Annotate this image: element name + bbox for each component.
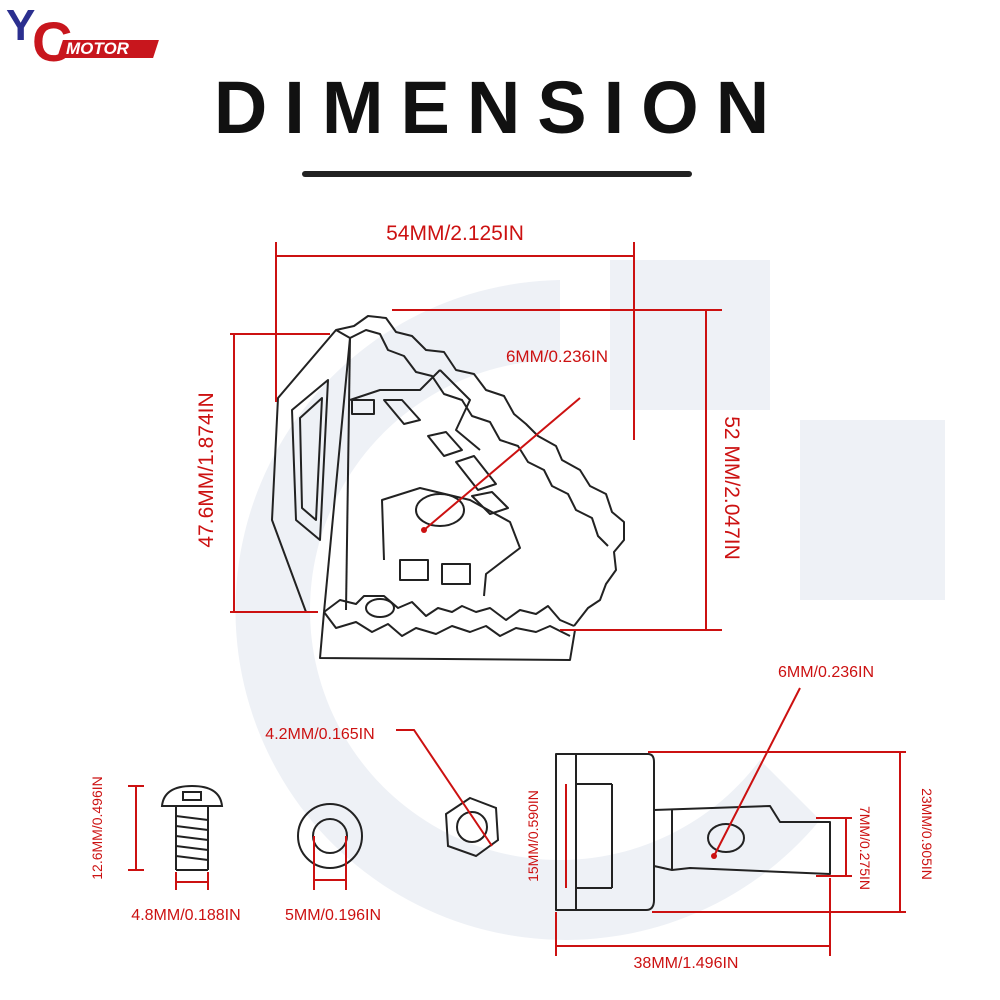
bracket-outline: [555, 753, 831, 911]
footpeg-outline: [271, 315, 625, 661]
label-washer-inner: 5MM/0.196IN: [285, 907, 381, 924]
label-screw-diameter: 4.8MM/0.188IN: [131, 907, 240, 924]
label-screw-length: 12.6MM/0.496IN: [89, 776, 105, 880]
main-dimension-lines: [230, 242, 722, 631]
main-hole-dot: [421, 527, 427, 533]
bracket-hole-dot: [711, 853, 717, 859]
label-main-width: 54MM/2.125IN: [386, 222, 524, 245]
nut-outline: [444, 796, 500, 858]
label-main-height-right: 52 MM/2.047IN: [720, 416, 743, 560]
logo-letter-c: C: [32, 10, 73, 73]
title-underline: [302, 171, 692, 177]
label-nut-size: 4.2MM/0.165IN: [265, 726, 374, 743]
logo-word: MOTOR: [66, 39, 129, 58]
label-bracket-height: 23MM/0.905IN: [919, 788, 935, 880]
logo-letter-y: Y: [6, 1, 35, 50]
label-bracket-hole: 6MM/0.236IN: [778, 664, 874, 681]
page-title: DIMENSION: [213, 66, 787, 149]
label-bracket-tab: 7MM/0.275IN: [857, 806, 873, 890]
watermark-logo: [235, 260, 945, 940]
screw-outline: [160, 784, 224, 871]
brand-logo: C Y MOTOR: [6, 4, 176, 70]
nut-dimension-lines: [396, 729, 493, 847]
washer-dimension-lines: [313, 836, 347, 890]
label-main-hole: 6MM/0.236IN: [506, 347, 608, 366]
label-bracket-length: 38MM/1.496IN: [634, 955, 739, 972]
bracket-dimension-lines: [555, 687, 906, 956]
screw-dimension-lines: [128, 785, 209, 890]
label-bracket-inner-height: 15MM/0.590IN: [525, 790, 541, 882]
label-main-height-left: 47.6MM/1.874IN: [195, 392, 218, 547]
